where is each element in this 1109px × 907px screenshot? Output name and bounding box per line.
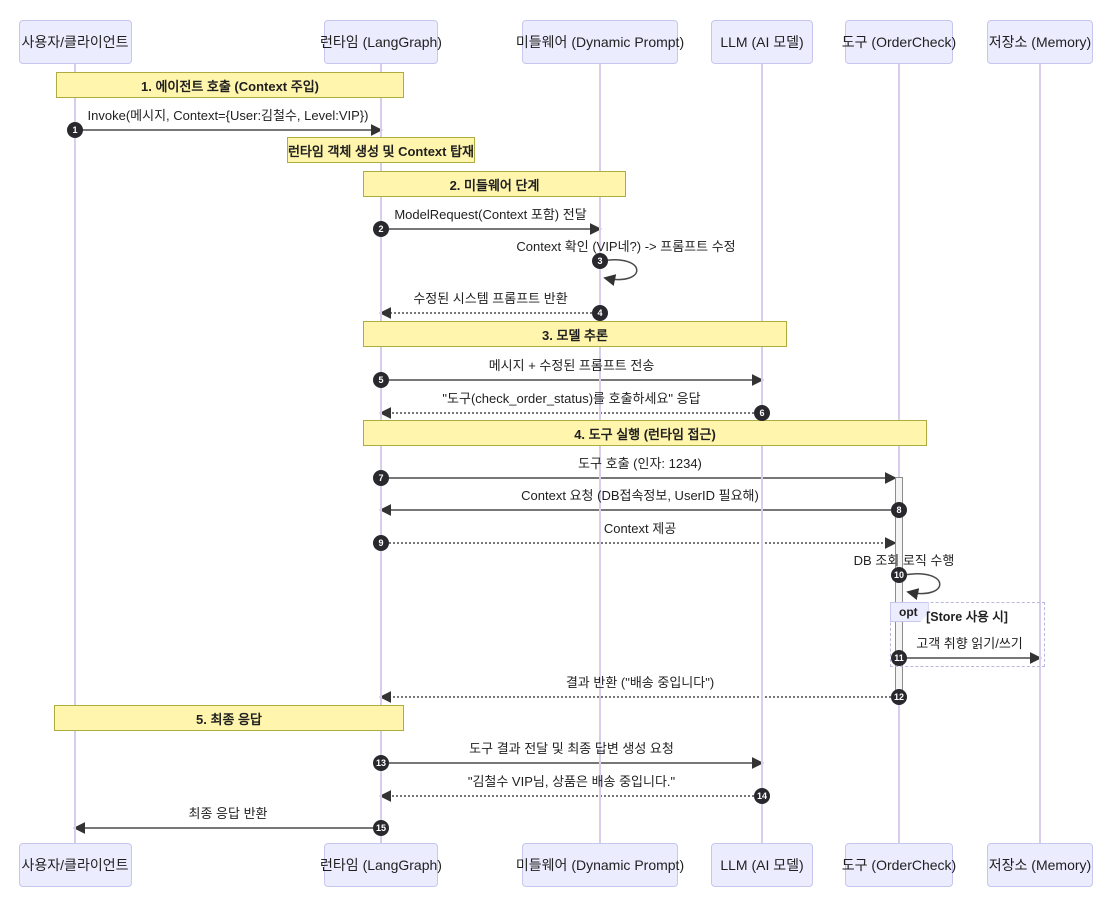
participant-tool-bottom: 도구 (OrderCheck) (842, 843, 956, 887)
message-3-self-loop (600, 259, 638, 286)
message-2-label: ModelRequest(Context 포함) 전달 (394, 207, 587, 222)
lifeline-user (74, 64, 76, 843)
seq-badge-3: 3 (592, 253, 608, 269)
participant-store-top: 저장소 (Memory) (987, 20, 1093, 64)
message-11-label: 고객 취향 읽기/쓰기 (916, 636, 1023, 651)
participant-user-bottom: 사용자/클라이언트 (18, 843, 132, 887)
seq-badge-5: 5 (373, 372, 389, 388)
message-3-label: Context 확인 (VIP네?) -> 프롬프트 수정 (516, 239, 736, 254)
seq-badge-14: 14 (754, 788, 770, 804)
section-banner-2: 2. 미들웨어 단계 (363, 171, 626, 197)
message-10-self-loop (903, 573, 941, 600)
message-8-label: Context 요청 (DB접속정보, UserID 필요해) (521, 488, 759, 503)
lifeline-store (1039, 64, 1041, 843)
participant-runtime-top: 런타임 (LangGraph) (320, 20, 442, 64)
opt-frame (890, 602, 1045, 667)
message-6-label: "도구(check_order_status)를 호출하세요" 응답 (442, 391, 701, 406)
message-14-label: "김철수 VIP님, 상품은 배송 중입니다." (467, 774, 676, 789)
section-banner-3: 3. 모델 추론 (363, 321, 787, 347)
message-5-label: 메시지 + 수정된 프롬프트 전송 (488, 358, 655, 373)
message-7-label: 도구 호출 (인자: 1234) (578, 456, 702, 471)
lifeline-runtime (380, 64, 382, 843)
participant-runtime-bottom: 런타임 (LangGraph) (320, 843, 442, 887)
seq-badge-13: 13 (373, 755, 389, 771)
seq-badge-7: 7 (373, 470, 389, 486)
message-15-label: 최종 응답 반환 (188, 806, 268, 821)
message-13-label: 도구 결과 전달 및 최종 답변 생성 요청 (469, 741, 674, 756)
participant-llm-top: LLM (AI 모델) (711, 20, 813, 64)
section-banner-5: 5. 최종 응답 (54, 705, 404, 731)
seq-badge-9: 9 (373, 535, 389, 551)
section-banner-4: 4. 도구 실행 (런타임 접근) (363, 420, 927, 446)
message-10-label: DB 조회 로직 수행 (853, 553, 955, 568)
lifeline-middleware (599, 64, 601, 843)
seq-badge-6: 6 (754, 405, 770, 421)
participant-tool-top: 도구 (OrderCheck) (842, 20, 956, 64)
lifeline-llm (761, 64, 763, 843)
section-banner-1: 1. 에이전트 호출 (Context 주입) (56, 72, 404, 98)
seq-badge-1: 1 (67, 122, 83, 138)
seq-badge-12: 12 (891, 689, 907, 705)
participant-middleware-top: 미들웨어 (Dynamic Prompt) (516, 20, 684, 64)
seq-badge-11: 11 (891, 650, 907, 666)
message-4-label: 수정된 시스템 프롬프트 반환 (413, 291, 568, 306)
note-runtime-note: 런타임 객체 생성 및 Context 탑재 (287, 137, 475, 163)
participant-middleware-bottom: 미들웨어 (Dynamic Prompt) (516, 843, 684, 887)
seq-badge-10: 10 (891, 567, 907, 583)
seq-badge-8: 8 (891, 502, 907, 518)
seq-badge-2: 2 (373, 221, 389, 237)
seq-badge-4: 4 (592, 305, 608, 321)
message-12-label: 결과 반환 ("배송 중입니다") (565, 675, 715, 690)
opt-label: opt (890, 602, 929, 622)
lifeline-tool (898, 64, 900, 843)
participant-store-bottom: 저장소 (Memory) (987, 843, 1093, 887)
message-1-label: Invoke(메시지, Context={User:김철수, Level:VIP… (87, 108, 369, 123)
message-9-label: Context 제공 (603, 521, 677, 536)
participant-user-top: 사용자/클라이언트 (18, 20, 132, 64)
participant-llm-bottom: LLM (AI 모델) (711, 843, 813, 887)
opt-condition-label: [Store 사용 시] (926, 610, 1008, 624)
seq-badge-15: 15 (373, 820, 389, 836)
